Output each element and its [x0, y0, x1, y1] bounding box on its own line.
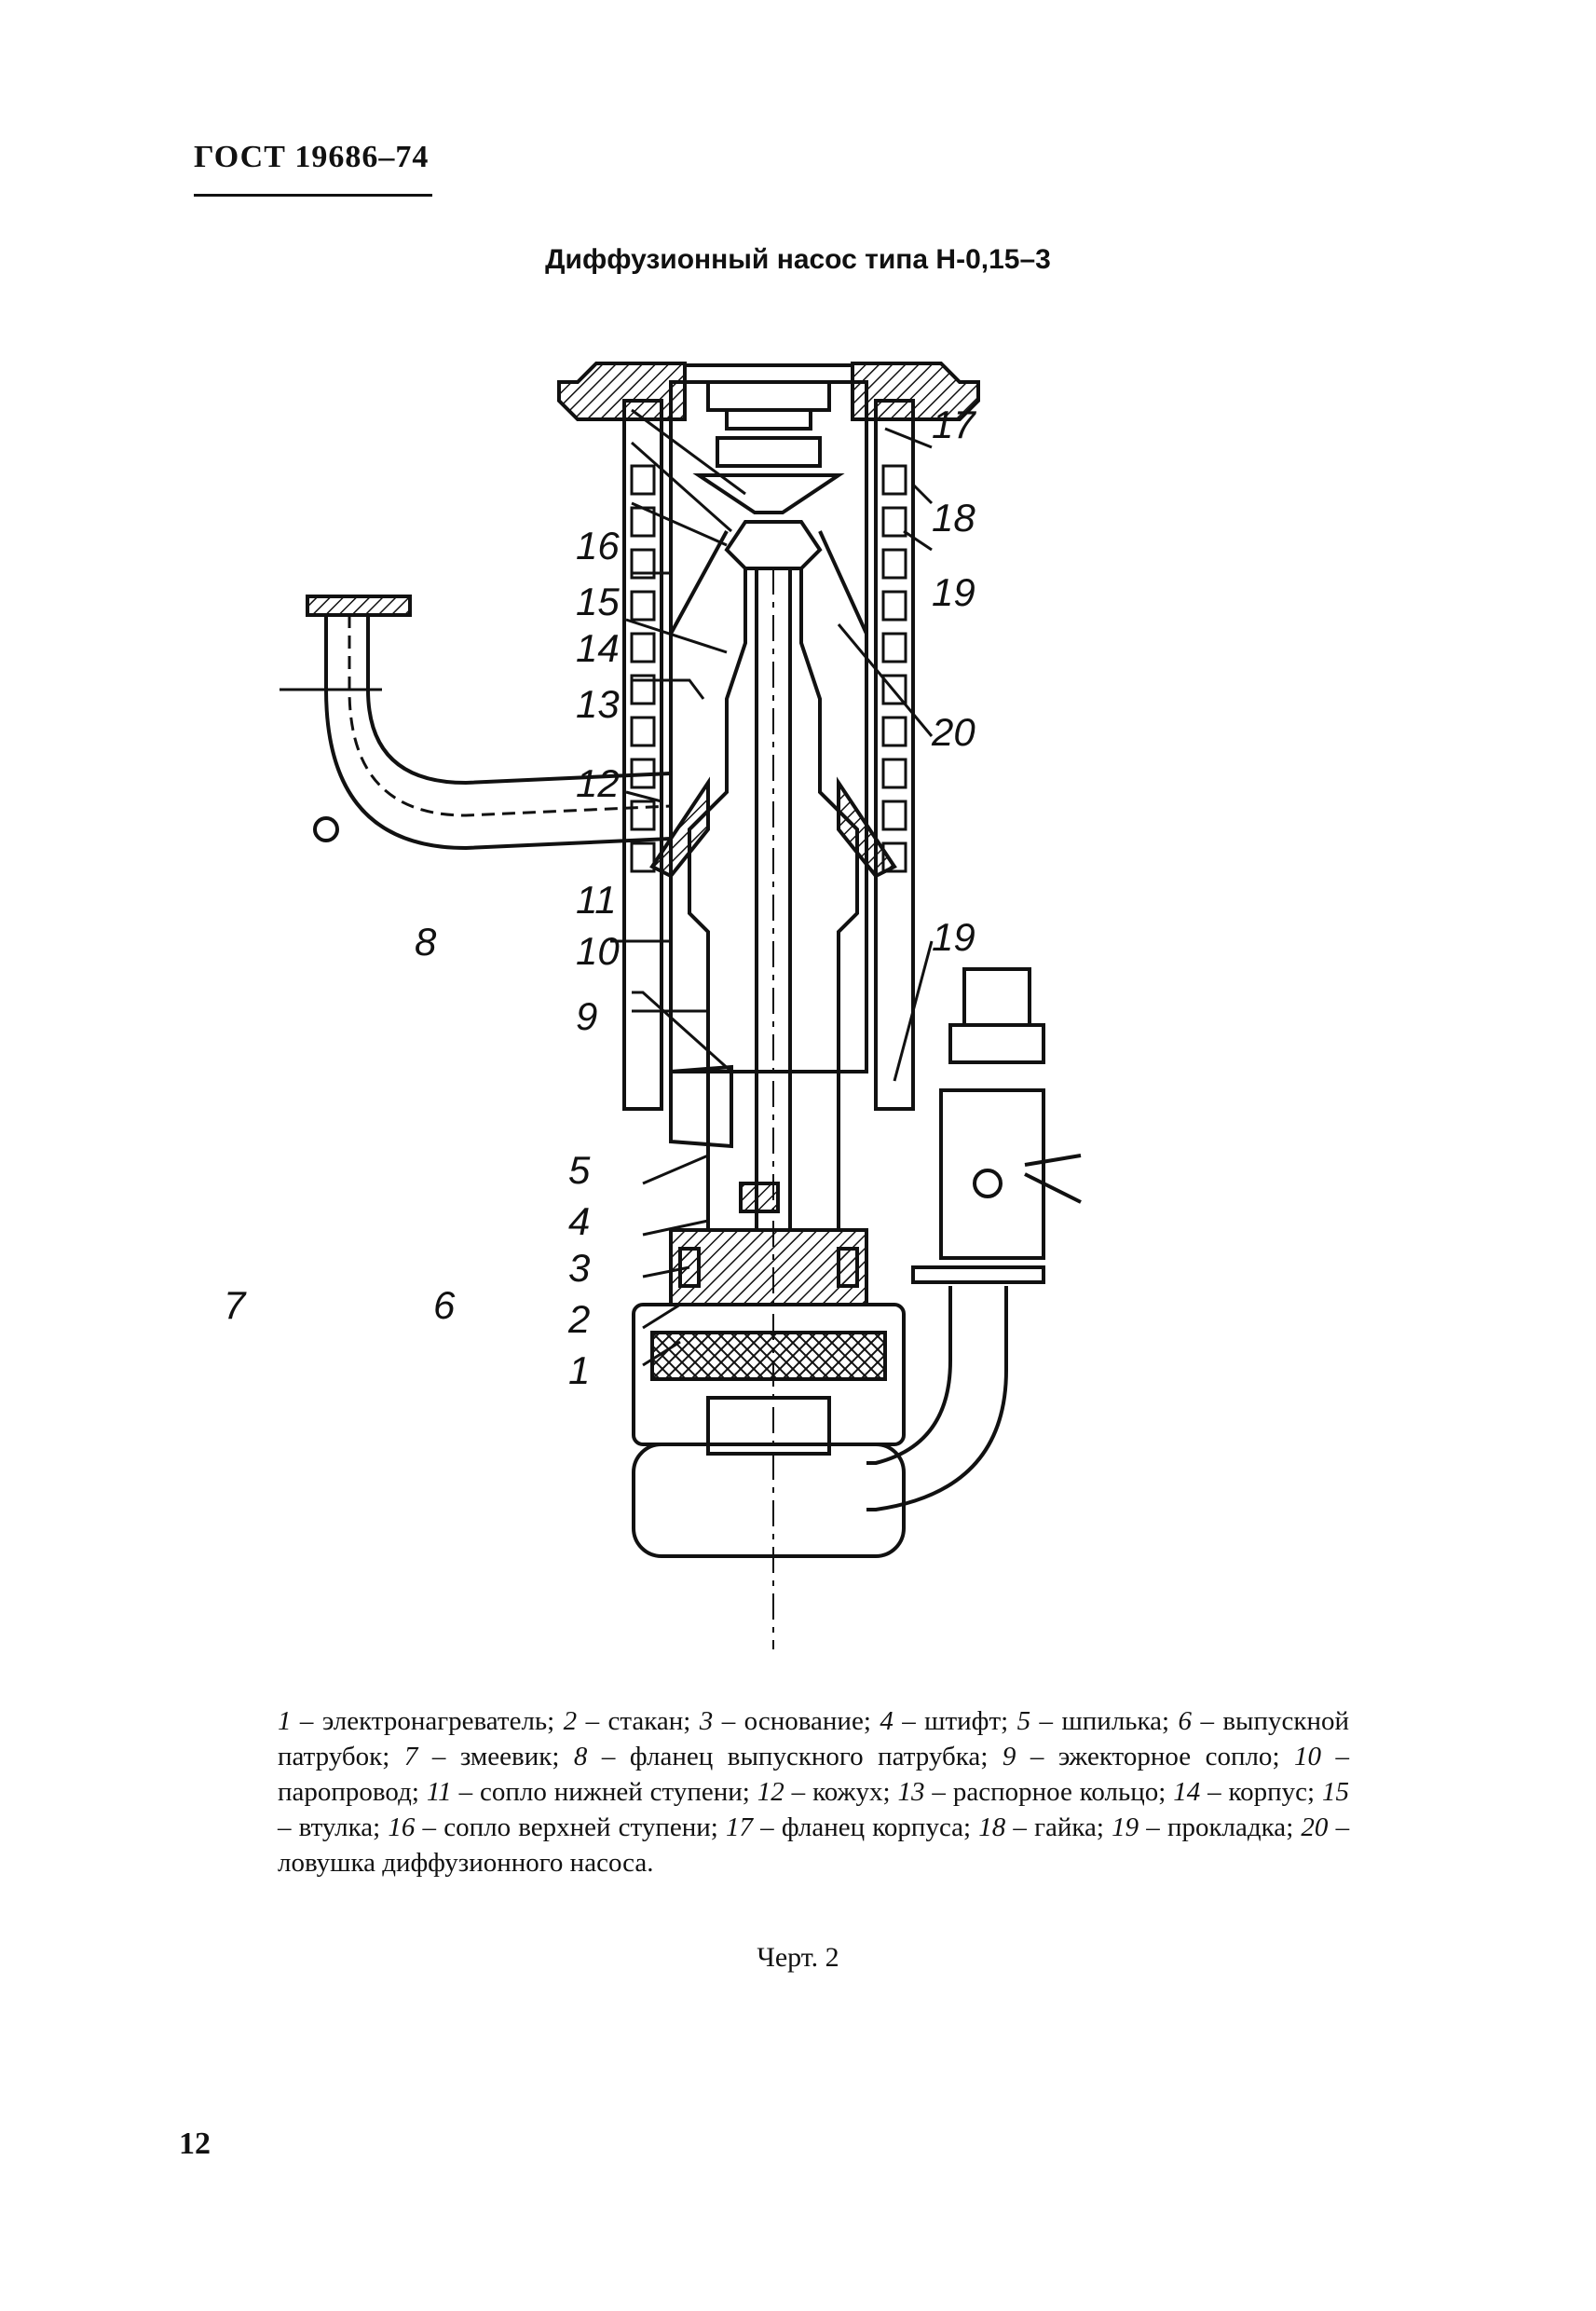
page-number: 12	[179, 2126, 211, 2161]
top-flange	[557, 362, 687, 421]
callout-14: 14	[576, 626, 620, 670]
base	[669, 1228, 868, 1306]
legend-item-text: сопло нижней ступени	[480, 1777, 743, 1807]
legend-item-text: фланец выпускного патрубка	[629, 1742, 981, 1771]
legend-item-number: 6	[1178, 1706, 1193, 1736]
callout-7: 7	[224, 1283, 247, 1327]
legend-item-text: гайка	[1034, 1812, 1097, 1842]
parts-legend: 1 – электронагреватель; 2 – стакан; 3 – …	[278, 1703, 1349, 1880]
legend-item-number: 5	[1016, 1706, 1031, 1736]
legend-item: 14 – корпус;	[1173, 1777, 1323, 1807]
legend-item: 5 – шпилька;	[1016, 1706, 1179, 1736]
legend-item-text: выпускной патрубок	[278, 1706, 1350, 1771]
legend-item-number: 20	[1301, 1812, 1329, 1842]
callout-10: 10	[576, 929, 620, 973]
heater	[706, 1396, 831, 1456]
callout-17: 17	[932, 403, 976, 446]
legend-item-number: 19	[1112, 1812, 1139, 1842]
legend-item-number: 4	[880, 1706, 893, 1736]
callout-16: 16	[576, 524, 620, 567]
upper-nozzle	[724, 520, 823, 570]
legend-item: 15 – втулка;	[278, 1777, 1350, 1842]
legend-item: 4 – штифт;	[880, 1706, 1017, 1736]
callout-2: 2	[567, 1297, 590, 1341]
legend-item: 18 – гайка;	[978, 1812, 1112, 1842]
legend-item-text: паропровод	[278, 1777, 412, 1807]
legend-item-text: эжекторное сопло	[1057, 1742, 1273, 1771]
cooling-coil	[630, 464, 907, 873]
legend-item-number: 14	[1173, 1777, 1201, 1807]
legend-item: 19 – прокладка;	[1112, 1812, 1302, 1842]
legend-item-number: 7	[403, 1742, 418, 1771]
legend-item-number: 17	[726, 1812, 753, 1842]
drawing-title: Диффузионный насос типа Н-0,15–3	[545, 244, 1051, 275]
legend-item: 6 – выпускной патрубок;	[278, 1706, 1350, 1771]
legend-item-number: 1	[278, 1706, 292, 1736]
legend-item: 13 – распорное кольцо;	[897, 1777, 1174, 1807]
legend-item-number: 11	[426, 1777, 452, 1807]
legend-item-text: стакан	[607, 1706, 684, 1736]
callout-3: 3	[568, 1246, 590, 1290]
callout-19-top: 19	[932, 570, 975, 614]
ejector-nozzle	[669, 1064, 733, 1149]
legend-item-number: 13	[897, 1777, 925, 1807]
callout-11: 11	[576, 878, 617, 922]
legend-item-number: 16	[388, 1812, 416, 1842]
callout-19-bottom: 19	[932, 915, 975, 959]
legend-item: 2 – стакан;	[563, 1706, 700, 1736]
callout-1: 1	[568, 1348, 590, 1392]
legend-item-number: 12	[757, 1777, 784, 1807]
legend-item: 11 – сопло нижней ступени;	[426, 1777, 757, 1807]
header-underline	[194, 194, 432, 197]
callout-12: 12	[576, 761, 620, 805]
legend-item-text: электронагреватель	[321, 1706, 548, 1736]
legend-item-text: змеевик	[459, 1742, 552, 1771]
legend-item-text: штифт	[924, 1706, 1002, 1736]
callout-9: 9	[576, 994, 597, 1038]
legend-item-number: 10	[1294, 1742, 1322, 1771]
callout-15: 15	[576, 580, 620, 623]
legend-item-number: 3	[699, 1706, 714, 1736]
outlet-flange	[306, 595, 412, 617]
legend-item-text: кожух	[812, 1777, 883, 1807]
legend-item-text: шпилька	[1061, 1706, 1163, 1736]
legend-item: 7 – змеевик;	[403, 1742, 574, 1771]
legend-item-text: ловушка диффузионного насоса	[278, 1848, 648, 1878]
legend-item-text: сопло верхней ступени	[443, 1812, 711, 1842]
legend-item: 1 – электронагреватель;	[278, 1706, 564, 1736]
callout-5: 5	[568, 1148, 591, 1192]
legend-item: 12 – кожух;	[757, 1777, 898, 1807]
callout-20: 20	[931, 710, 975, 754]
legend-item: 17 – фланец корпуса;	[726, 1812, 979, 1842]
legend-item: 8 – фланец выпускного патрубка;	[573, 1742, 1003, 1771]
legend-item-number: 9	[1002, 1742, 1016, 1771]
legend-item-text: корпус	[1228, 1777, 1308, 1807]
legend-item-text: распорное кольцо	[952, 1777, 1159, 1807]
legend-item-number: 15	[1322, 1777, 1350, 1807]
callout-13: 13	[576, 682, 620, 726]
legend-item: 16 – сопло верхней ступени;	[388, 1812, 726, 1842]
legend-item: 20 – ловушка диффузионного насоса.	[278, 1812, 1350, 1878]
document-header: ГОСТ 19686–74	[194, 140, 430, 174]
legend-item: 9 – эжекторное сопло;	[1002, 1742, 1295, 1771]
legend-item-text: прокладка	[1166, 1812, 1287, 1842]
figure-caption: Черт. 2	[757, 1942, 839, 1973]
outlet-pipe	[324, 613, 673, 851]
legend-item-text: основание	[743, 1706, 864, 1736]
callout-6: 6	[433, 1283, 456, 1327]
legend-item-text: втулка	[298, 1812, 374, 1842]
callout-18: 18	[932, 496, 975, 540]
legend-item-number: 2	[563, 1706, 578, 1736]
legend-item-text: фланец корпуса	[781, 1812, 964, 1842]
callout-8: 8	[415, 920, 437, 964]
legend-item-number: 8	[573, 1742, 588, 1771]
legend-item-number: 18	[978, 1812, 1006, 1842]
legend-item: 3 – основание;	[699, 1706, 880, 1736]
callout-4: 4	[568, 1199, 590, 1243]
legend-item: 10 – паропровод;	[278, 1742, 1350, 1807]
pump-drawing: 7 6 8 5 4 3 2 1 9 10 11 12 13 14 15 16 1…	[186, 345, 1304, 1649]
